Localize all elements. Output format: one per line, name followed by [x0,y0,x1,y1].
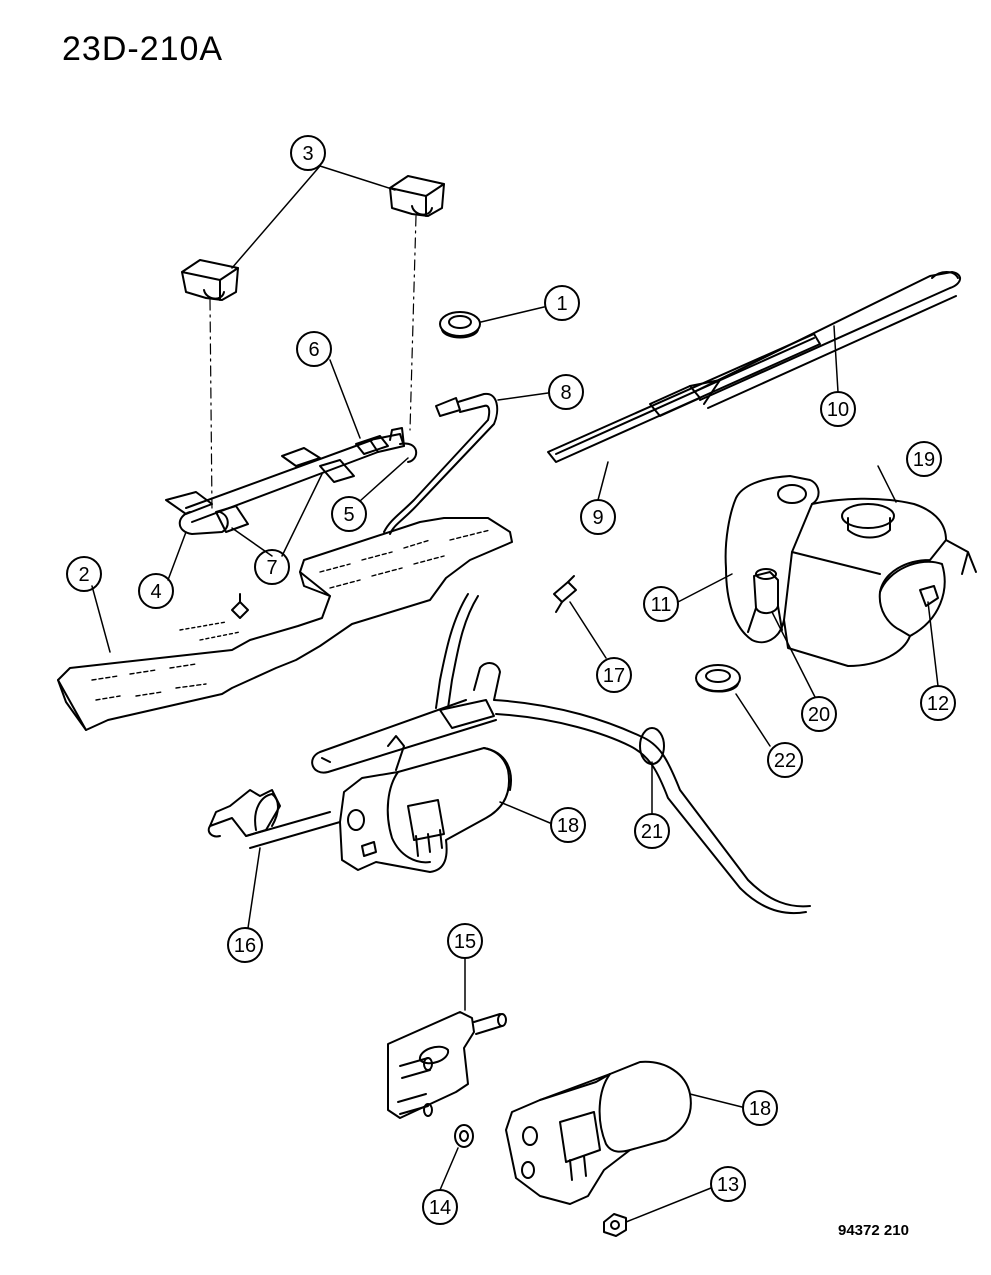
callout-19: 19 [906,441,942,477]
callout-label: 5 [343,504,354,526]
callout-6: 6 [296,331,332,367]
leader-line [497,392,549,401]
nozzle-cap-left [181,259,239,301]
page-code: 23D-210A [62,30,224,68]
callout-5: 5 [331,496,367,532]
callout-label: 13 [717,1174,739,1196]
leader-line [735,693,771,747]
hose-assembly [165,392,499,535]
cowl-panel [57,517,513,731]
callout-label: 4 [150,581,161,603]
leader-line [677,573,733,603]
callout-label: 1 [556,293,567,315]
mounting-bracket [387,1011,507,1119]
leader-line [167,531,187,581]
callout-10: 10 [820,391,856,427]
callout-13: 13 [710,1166,746,1202]
leader-line [927,601,939,687]
leader-line [771,611,816,698]
drawing-number: 94372 210 [838,1222,909,1239]
leader-line [499,801,551,824]
callout-1: 1 [544,285,580,321]
leader-line [231,165,321,269]
callout-4: 4 [138,573,174,609]
spacer-14 [454,1124,474,1148]
callout-label: 19 [913,449,935,471]
callout-label: 3 [302,143,313,165]
callout-label: 18 [749,1098,771,1120]
wiper-linkage-and-motor [207,593,811,915]
callout-9: 9 [580,499,616,535]
leader-line [569,601,607,659]
wiper-motor-lower [505,1060,692,1205]
leader-line [281,473,323,557]
leader-line [877,465,897,503]
leader-line [247,847,261,929]
callout-label: 6 [308,339,319,361]
callout-20: 20 [801,696,837,732]
callout-label: 9 [592,507,603,529]
leader-line [480,306,545,323]
leader-line [597,461,609,501]
nut-13 [603,1213,627,1237]
callout-label: 17 [603,665,625,687]
leader-line [625,1187,712,1223]
washer-reservoir [724,475,977,667]
callout-label: 12 [927,693,949,715]
dashed-line [409,215,417,431]
callout-label: 8 [560,382,571,404]
callout-label: 2 [78,564,89,586]
check-valve [553,575,577,613]
dashed-line [209,299,213,511]
callout-label: 11 [651,594,672,616]
callout-8: 8 [548,374,584,410]
leader-line [689,1093,743,1108]
callout-label: 18 [557,815,579,837]
leader-line [359,457,409,502]
grommet-1 [439,311,481,339]
callout-label: 22 [774,750,796,772]
callout-3: 3 [290,135,326,171]
leader-line [833,325,839,393]
callout-label: 16 [234,935,256,957]
wiper-blade-and-arm [547,271,961,463]
callout-11: 11 [643,586,679,622]
callout-18-lower: 18 [742,1090,778,1126]
callout-2: 2 [66,556,102,592]
callout-17: 17 [596,657,632,693]
callout-22: 22 [767,742,803,778]
leader-line [439,1147,459,1191]
callout-12: 12 [920,685,956,721]
callout-16: 16 [227,927,263,963]
callout-label: 14 [429,1197,451,1219]
leader-line [91,585,111,653]
callout-7: 7 [254,549,290,585]
callout-21: 21 [634,813,670,849]
callout-label: 15 [454,931,476,953]
nozzle-cap-right [389,175,445,217]
callout-15: 15 [447,923,483,959]
callout-label: 20 [808,704,830,726]
callout-label: 10 [827,399,849,421]
grommet-22 [695,664,741,693]
callout-label: 21 [641,821,663,843]
callout-18: 18 [550,807,586,843]
leader-line [319,165,396,191]
callout-label: 7 [266,557,277,579]
callout-14: 14 [422,1189,458,1225]
leader-line [329,359,361,439]
